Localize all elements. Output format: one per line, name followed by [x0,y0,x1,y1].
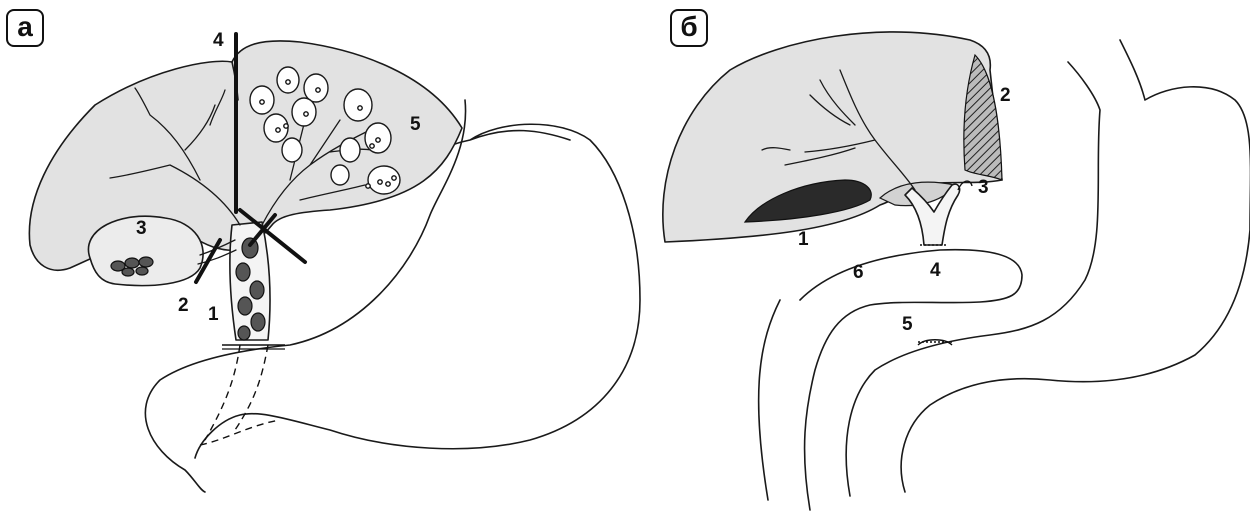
panel-b-number-3: 3 [978,177,989,198]
panel-a-number-5: 5 [410,114,421,135]
panel-b: 2 3 1 4 6 5 [663,32,1250,510]
panel-a-number-4: 4 [213,30,224,51]
panel-b-number-1: 1 [798,229,809,250]
panel-a-number-2: 2 [178,295,189,316]
panel-a-number-3: 3 [136,218,147,239]
panel-b-number-6: 6 [853,262,864,283]
panel-a-number-1: 1 [208,304,219,325]
panel-b-number-2: 2 [1000,85,1011,106]
panel-b-number-4: 4 [930,260,941,281]
panel-b-number-5: 5 [902,314,913,335]
panel-b-jejunal-loop [759,250,1022,510]
panel-a: 3 4 5 2 1 [29,30,640,492]
